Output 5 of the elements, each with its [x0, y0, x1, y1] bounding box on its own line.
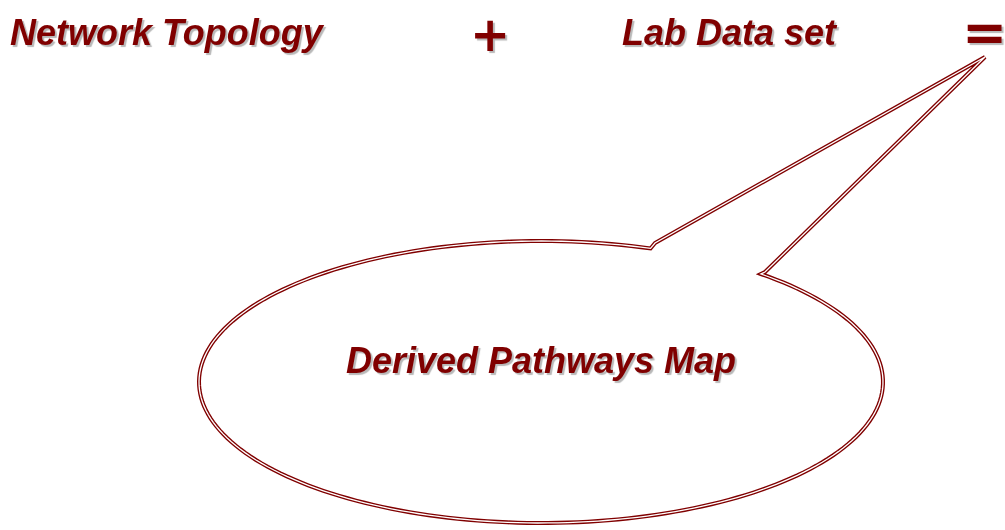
- bubble-text: Derived Pathways Map: [344, 340, 738, 382]
- plus-sign: +: [470, 10, 511, 58]
- equals-sign: =: [962, 6, 1005, 60]
- title-text: Lab Data set: [622, 12, 837, 54]
- title-text: Network Topology: [10, 12, 323, 54]
